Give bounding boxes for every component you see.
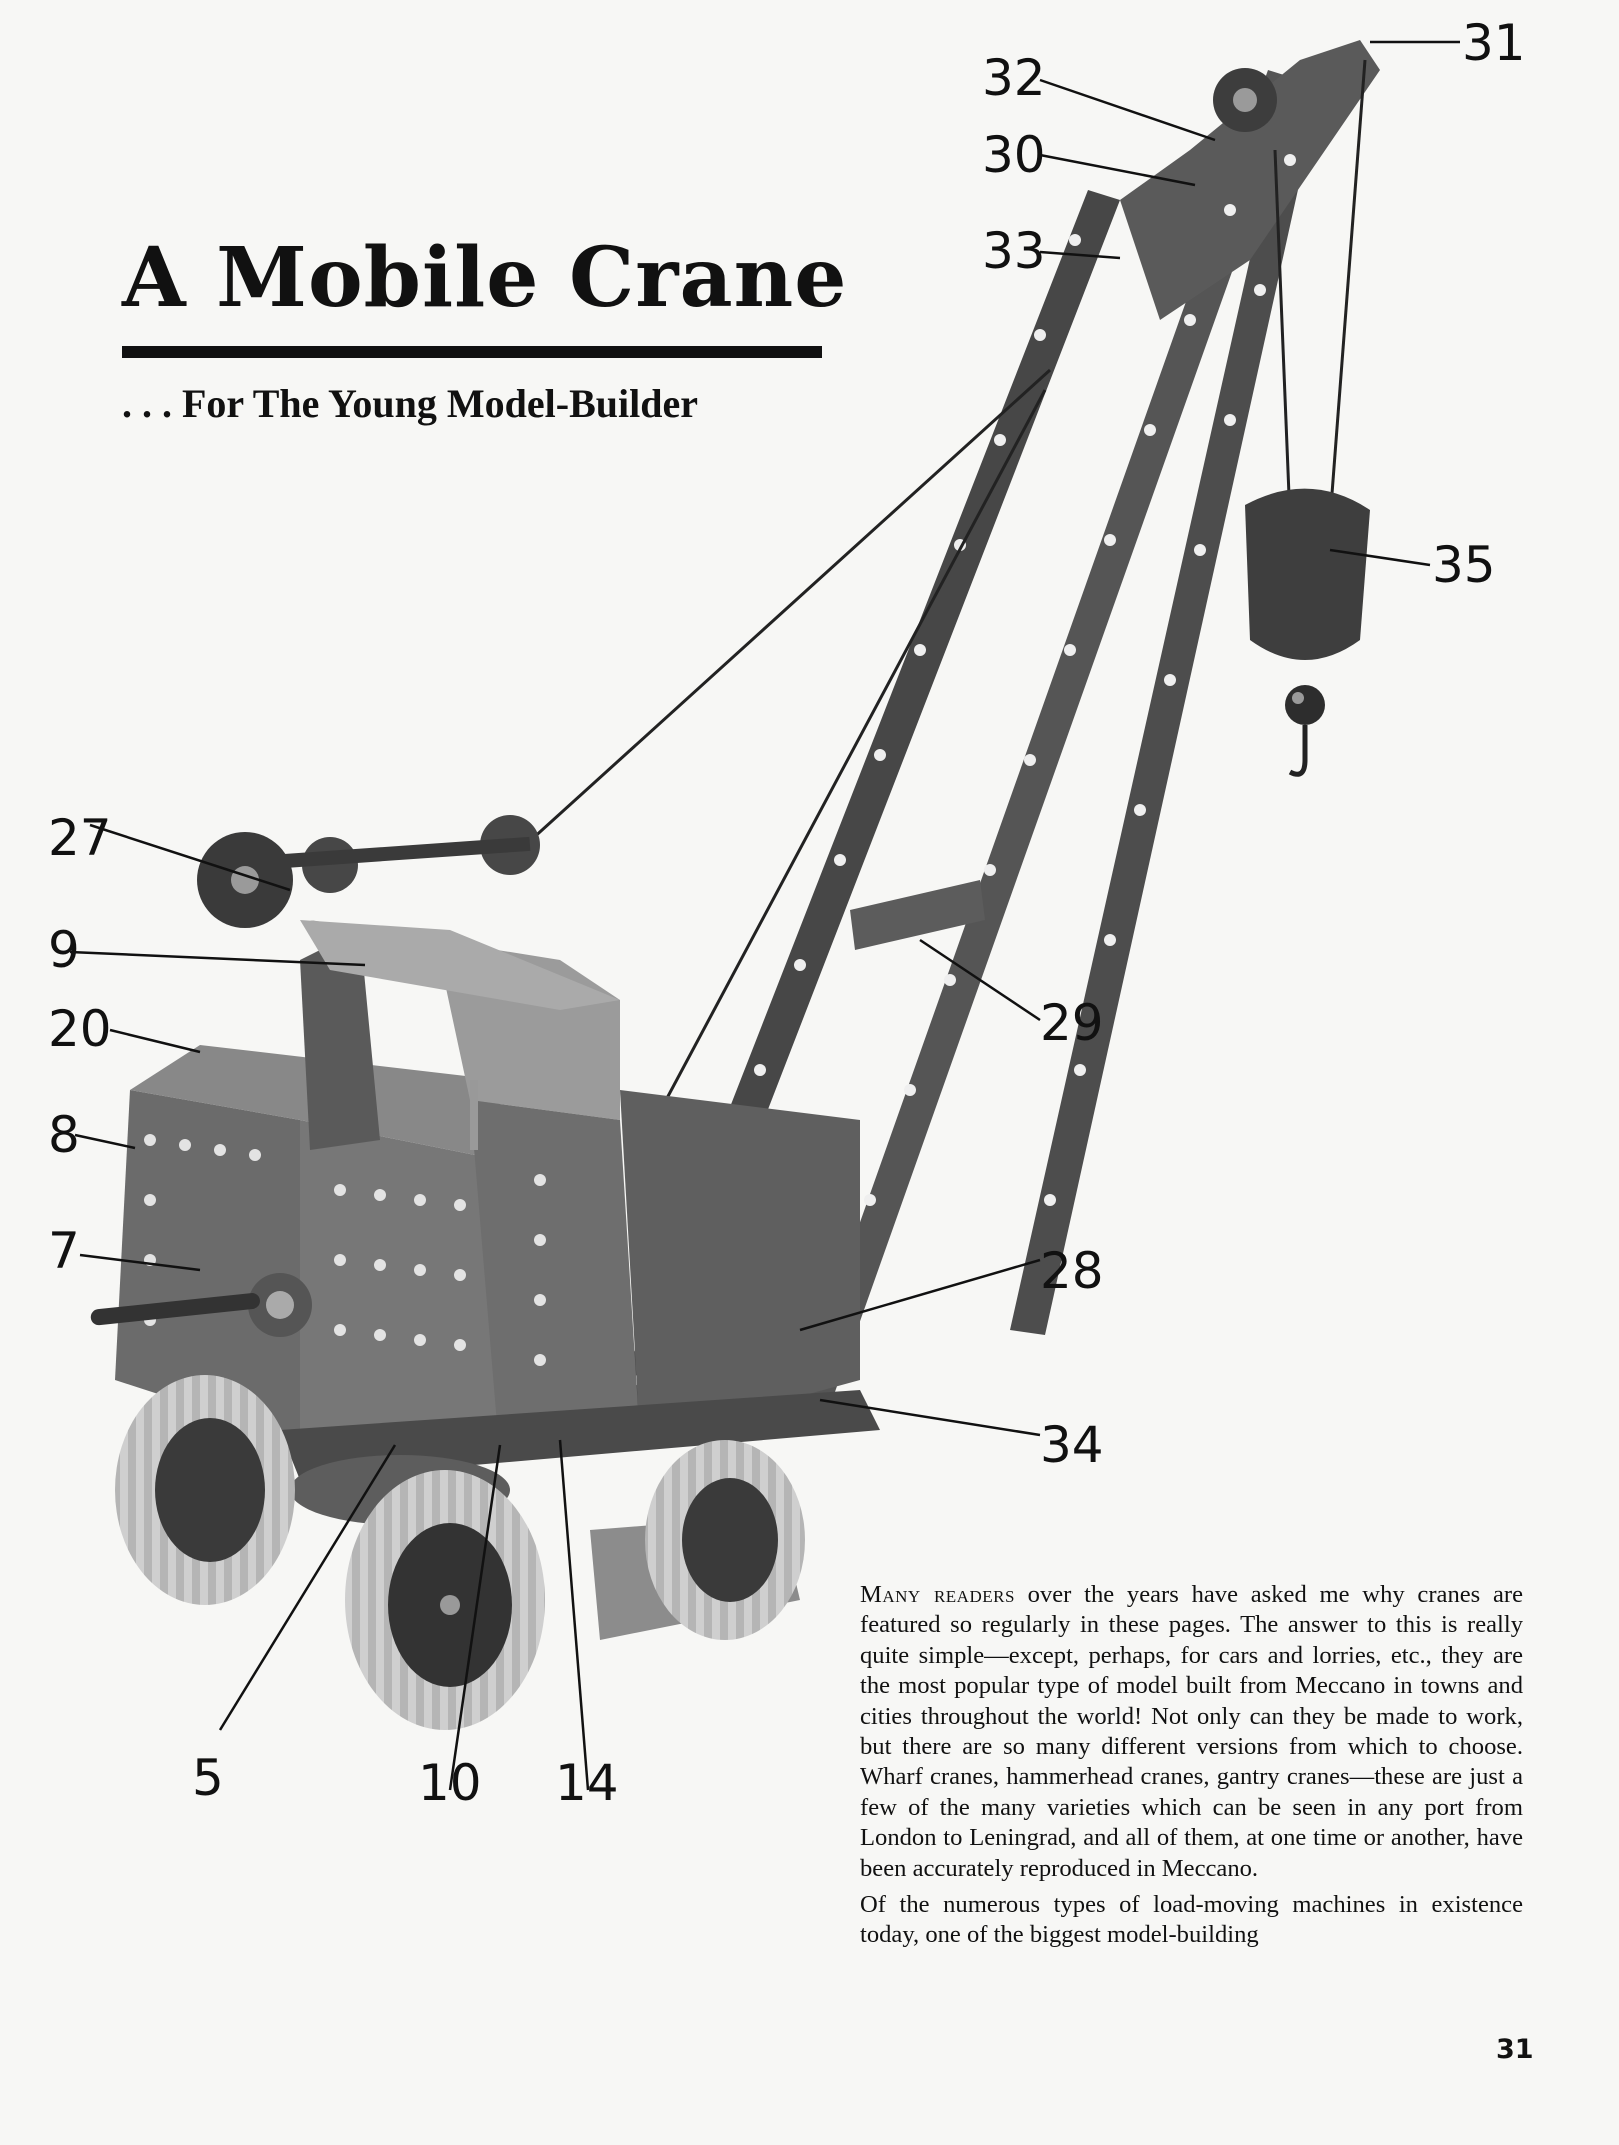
callout-31: 31 <box>1462 14 1526 72</box>
title-rule <box>122 346 822 358</box>
callout-8: 8 <box>48 1106 80 1164</box>
callout-32: 32 <box>982 49 1046 107</box>
hook-block <box>518 59 1370 1131</box>
page-subtitle: . . . For The Young Model-Builder <box>122 381 698 426</box>
callout-27: 27 <box>48 809 112 867</box>
body-paragraph-2: Of the numerous types of load-moving mac… <box>860 1891 1523 1949</box>
callout-28: 28 <box>1040 1242 1104 1300</box>
callout-20: 20 <box>48 1000 112 1058</box>
body-text: Many readers over the years have asked m… <box>860 1580 1523 1957</box>
road-wheels <box>115 1375 805 1730</box>
body-paragraph-1: Many readers over the years have asked m… <box>860 1580 1523 1884</box>
lead-in: Many readers <box>860 1581 1015 1608</box>
callout-35: 35 <box>1432 536 1496 594</box>
callout-33: 33 <box>982 222 1046 280</box>
callout-9: 9 <box>48 921 80 979</box>
callout-14: 14 <box>555 1754 619 1812</box>
callout-10: 10 <box>418 1754 482 1812</box>
callout-29: 29 <box>1040 994 1104 1052</box>
page-title: A Mobile Crane <box>122 230 848 326</box>
body-paragraph-1-text: over the years have asked me why cranes … <box>860 1581 1523 1882</box>
callout-5: 5 <box>192 1749 224 1807</box>
page-number: 31 <box>1496 2034 1534 2065</box>
callout-leaders <box>69 40 1460 1791</box>
callout-7: 7 <box>48 1222 80 1280</box>
callout-30: 30 <box>982 126 1046 184</box>
callout-labels: 32 31 30 33 35 27 9 20 29 8 7 28 34 5 10… <box>48 14 1526 1812</box>
callout-34: 34 <box>1040 1416 1104 1474</box>
